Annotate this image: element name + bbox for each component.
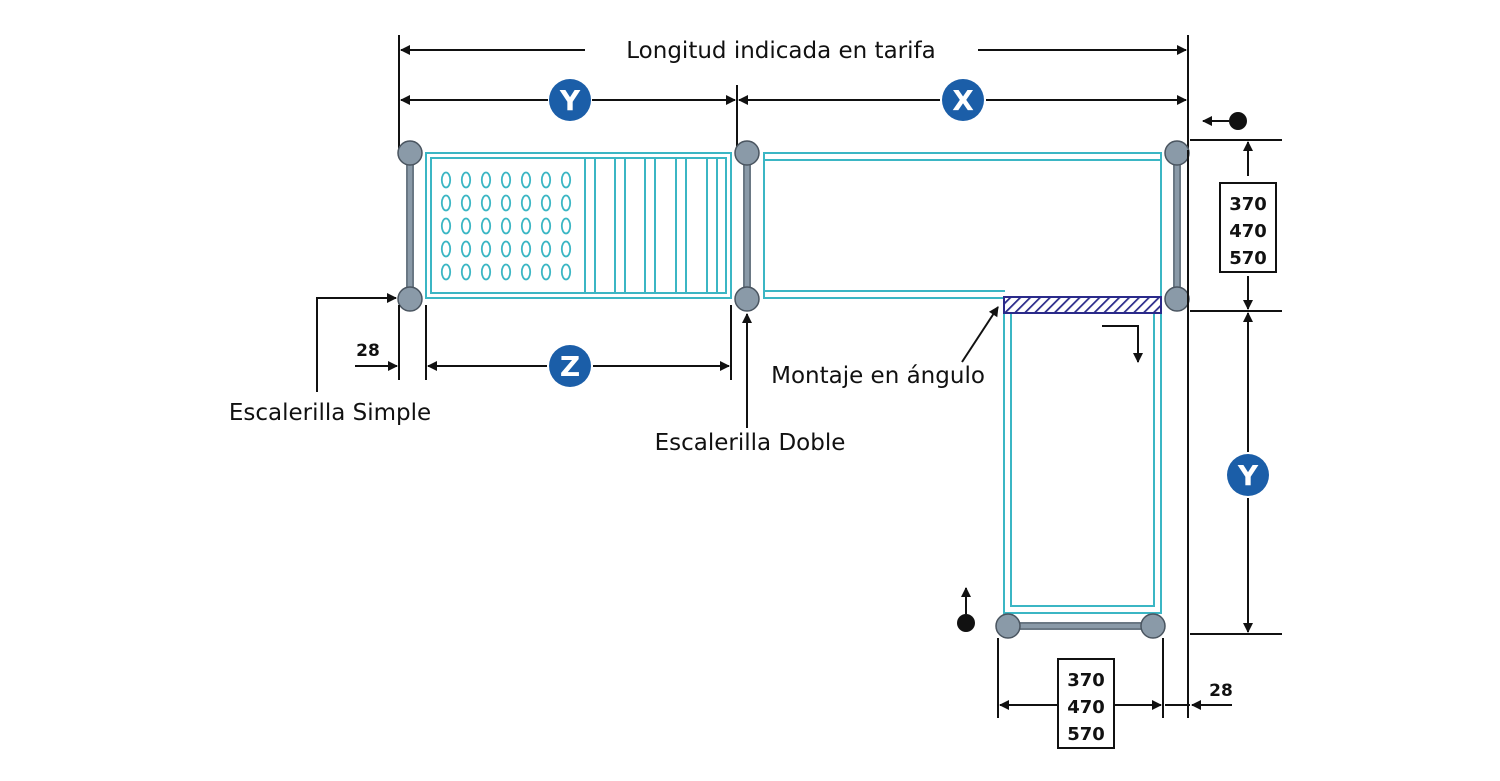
perforation-slot xyxy=(480,240,492,258)
perforation-slot xyxy=(520,263,532,281)
arrow-down-icon xyxy=(1102,325,1143,363)
badge-z-bottom: Z xyxy=(549,345,591,387)
total-length-dimension: Longitud indicada en tarifa xyxy=(398,35,1189,150)
perforation-slot xyxy=(440,194,452,212)
corner-mount-strip xyxy=(1003,296,1162,314)
perforation-slot xyxy=(520,217,532,235)
reference-dot-icon xyxy=(957,614,975,632)
perforation-slot xyxy=(480,217,492,235)
perforation-slot xyxy=(560,194,572,212)
depth-option: 370 xyxy=(1067,670,1105,691)
single-ladder-label: Escalerilla Simple xyxy=(229,400,431,426)
total-length-label: Longitud indicada en tarifa xyxy=(626,38,935,64)
single-ladder-left xyxy=(397,140,423,312)
badge-y-right: Y xyxy=(1227,454,1269,496)
perforation-slot xyxy=(460,171,472,189)
left-offset-dimension: 28 xyxy=(355,305,455,380)
perforation-slot xyxy=(460,194,472,212)
badge-y-top: Y xyxy=(549,79,591,121)
badge-x-top: X xyxy=(942,79,984,121)
perforation-slot xyxy=(500,171,512,189)
perforation-slot xyxy=(480,263,492,281)
perforation-slot xyxy=(460,217,472,235)
svg-text:Y: Y xyxy=(1237,459,1259,492)
depth-option: 470 xyxy=(1067,697,1105,718)
bottom-depth-dimension: 370 470 570 xyxy=(957,587,1164,749)
post-icon xyxy=(397,286,423,312)
svg-text:Y: Y xyxy=(559,84,581,117)
perforation-slot xyxy=(500,217,512,235)
double-ladder-label: Escalerilla Doble xyxy=(655,430,846,456)
right-offset-dimension: 28 xyxy=(1165,681,1233,710)
perforation-slot xyxy=(500,263,512,281)
depth-option: 370 xyxy=(1229,194,1267,215)
perforation-slot xyxy=(460,263,472,281)
svg-text:X: X xyxy=(952,84,974,117)
perforation-slot xyxy=(540,240,552,258)
perforation-slot xyxy=(540,217,552,235)
corner-mount-label: Montaje en ángulo xyxy=(771,363,985,389)
right-offset-label: 28 xyxy=(1209,681,1233,701)
reference-dot-icon xyxy=(1229,112,1247,130)
perforation-grid xyxy=(440,171,572,281)
perforation-slot xyxy=(500,194,512,212)
post-icon xyxy=(734,140,760,166)
perforation-slot xyxy=(520,171,532,189)
depth-option: 570 xyxy=(1067,724,1105,745)
z-dimension: Z xyxy=(425,305,732,387)
depth-option: 470 xyxy=(1229,221,1267,242)
depth-options-box-right xyxy=(1219,182,1277,273)
perforation-slot xyxy=(520,240,532,258)
post-icon xyxy=(995,613,1021,639)
perforated-shelf-module xyxy=(425,152,732,299)
perforation-slot xyxy=(540,194,552,212)
perforation-slot xyxy=(440,263,452,281)
perforation-slot xyxy=(560,171,572,189)
corner-mount-callout: Montaje en ángulo xyxy=(771,306,999,389)
perforation-slot xyxy=(540,171,552,189)
perforation-slot xyxy=(560,263,572,281)
right-y-dimension: Y xyxy=(1190,312,1282,635)
perforation-slot xyxy=(440,217,452,235)
yx-dimension: Y X xyxy=(400,79,1187,150)
double-ladder-middle xyxy=(734,140,760,312)
perforation-slot xyxy=(560,240,572,258)
top-right-shelf-module xyxy=(763,152,1162,299)
ladder-right xyxy=(1164,140,1190,312)
perforation-slot xyxy=(560,217,572,235)
perforation-slot xyxy=(440,240,452,258)
double-ladder-callout: Escalerilla Doble xyxy=(655,313,846,456)
post-icon xyxy=(1140,613,1166,639)
perforation-slot xyxy=(480,171,492,189)
right-depth-dimension: 370 470 570 xyxy=(1190,112,1282,312)
single-ladder-callout: Escalerilla Simple xyxy=(229,293,431,426)
perforation-slot xyxy=(500,240,512,258)
perforation-slot xyxy=(520,194,532,212)
svg-text:Z: Z xyxy=(560,350,580,383)
post-icon xyxy=(734,286,760,312)
ladder-bottom xyxy=(995,613,1166,639)
depth-options-box-bottom xyxy=(1057,658,1115,749)
depth-option: 570 xyxy=(1229,248,1267,269)
perforation-slot xyxy=(440,171,452,189)
perforation-slot xyxy=(540,263,552,281)
post-icon xyxy=(1164,286,1190,312)
perforation-slot xyxy=(480,194,492,212)
left-offset-label: 28 xyxy=(356,341,380,361)
post-icon xyxy=(397,140,423,166)
post-icon xyxy=(1164,140,1190,166)
perforation-slot xyxy=(460,240,472,258)
